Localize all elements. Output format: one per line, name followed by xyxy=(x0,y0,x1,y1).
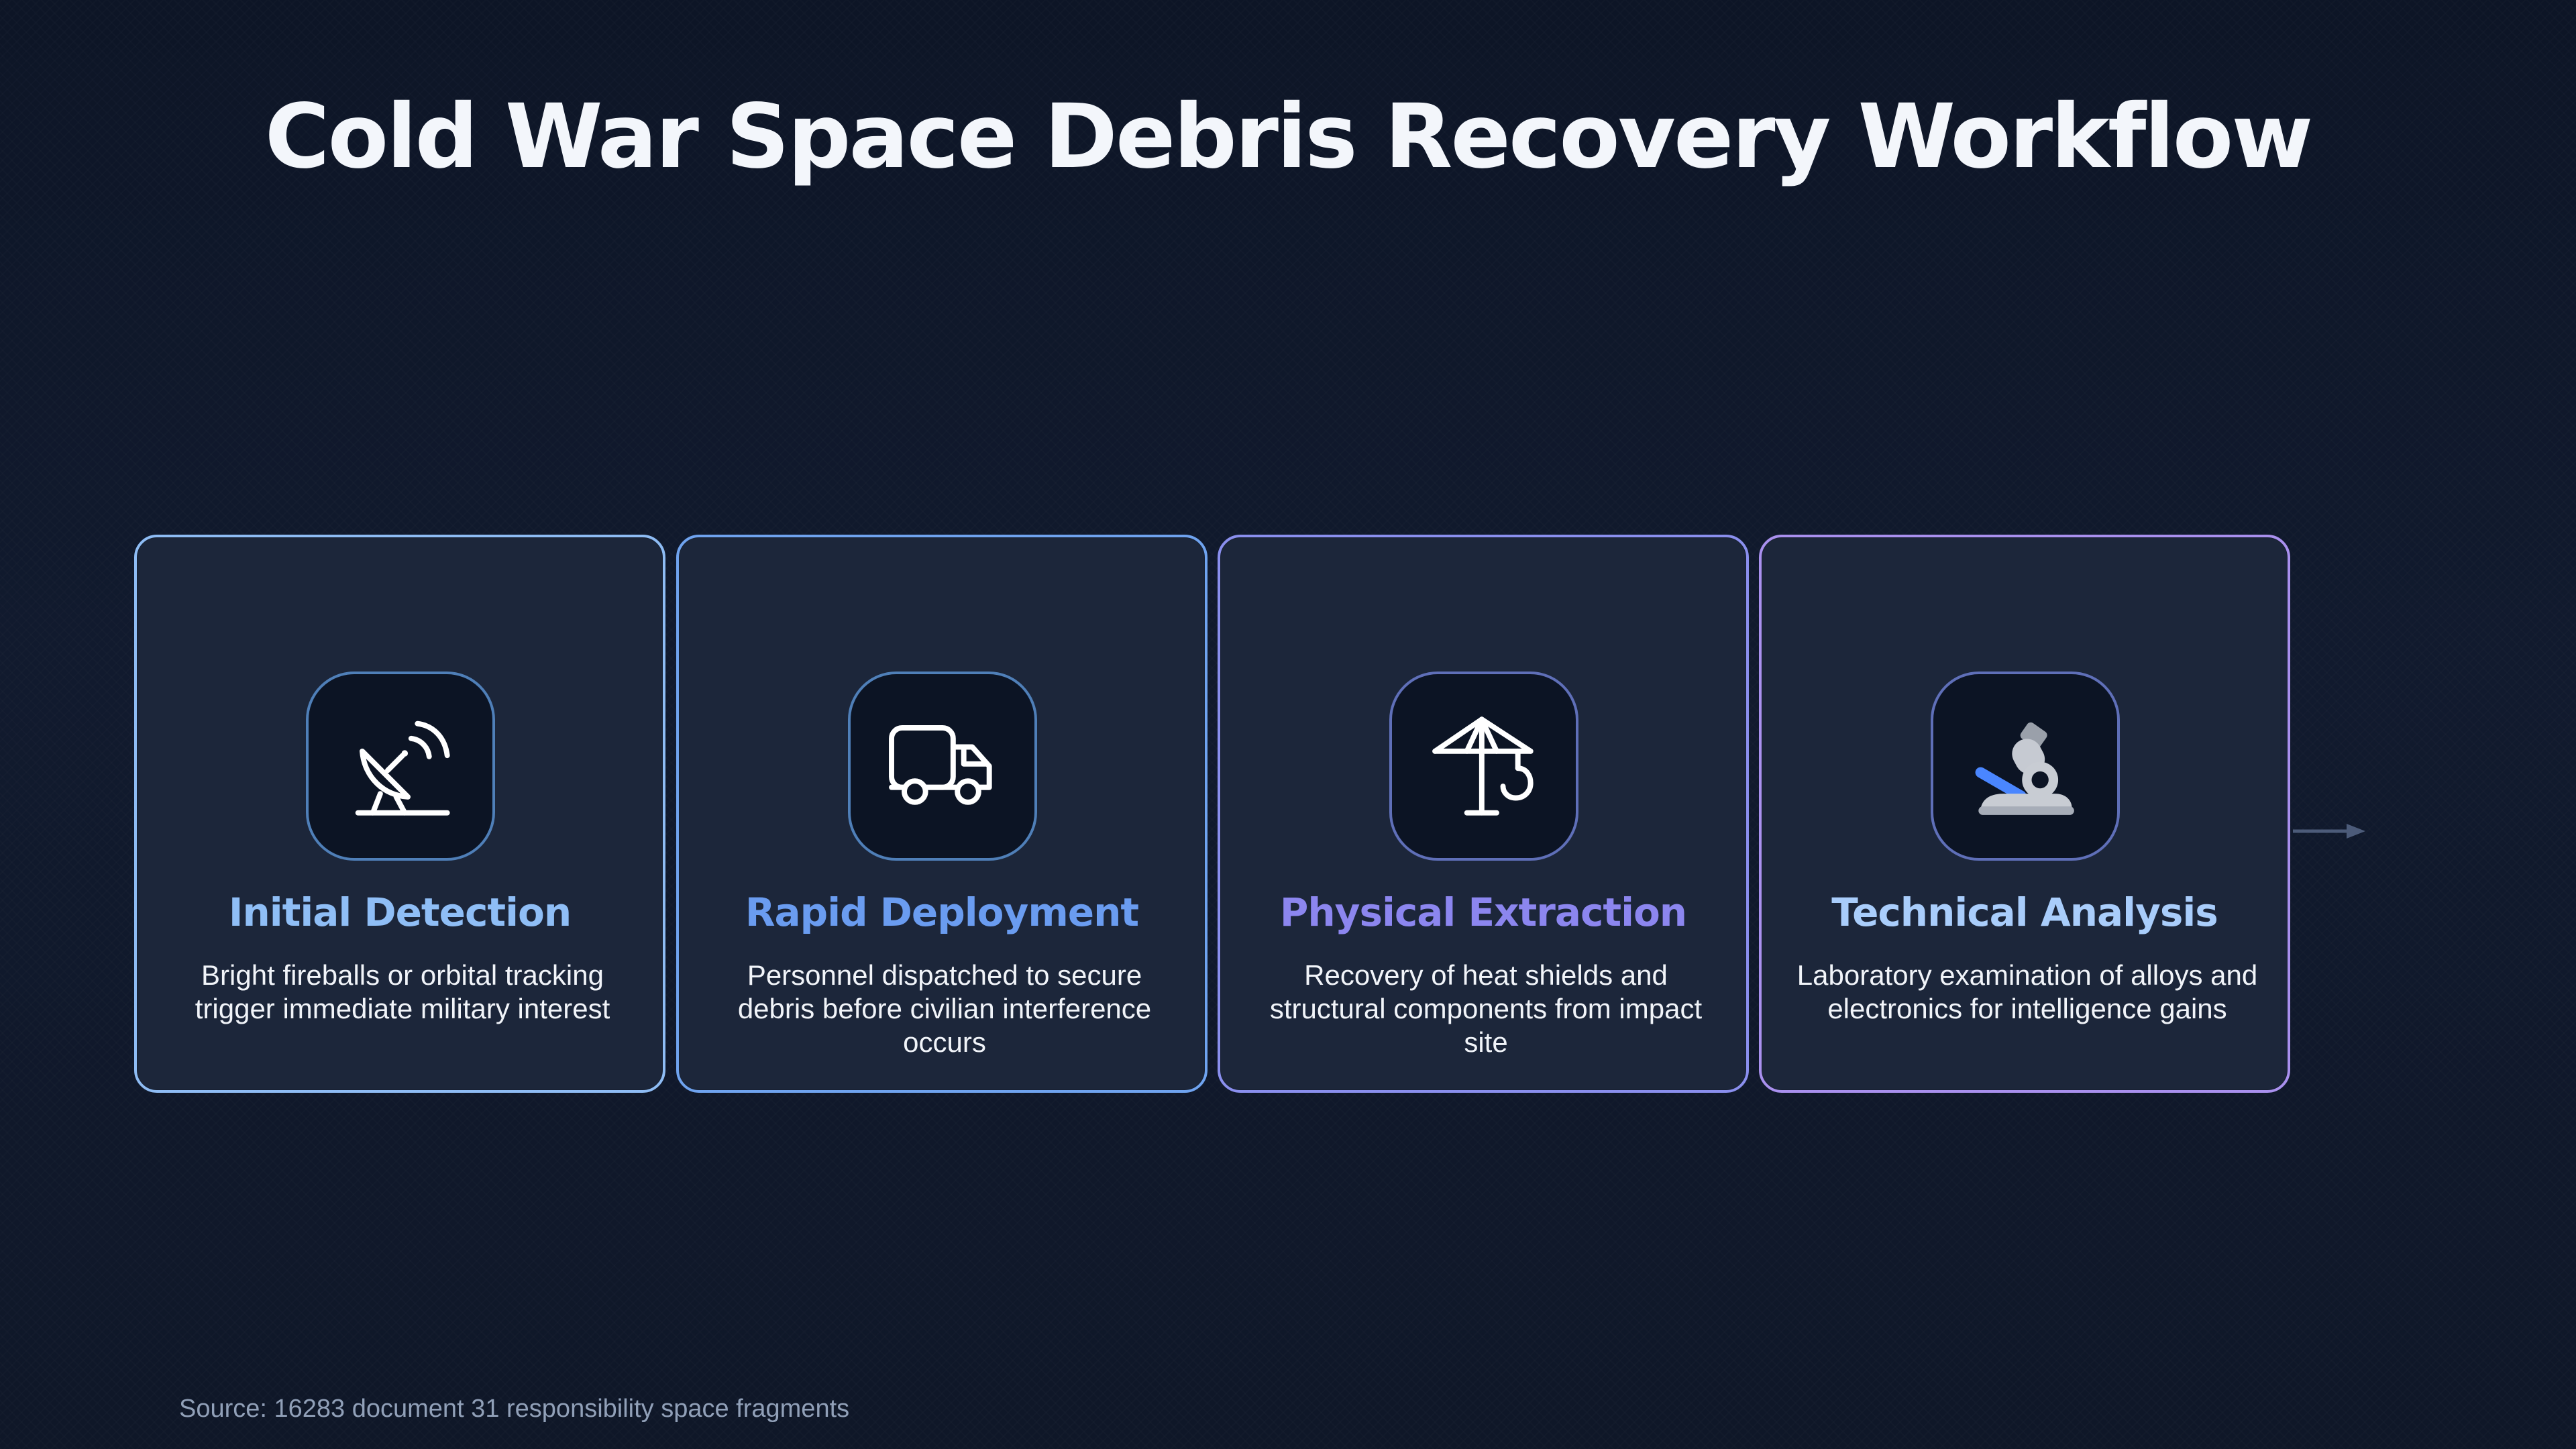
satellite-dish-icon xyxy=(355,720,450,816)
step-connector xyxy=(665,827,676,837)
workflow-step-technical-analysis: Technical Analysis Laboratory examinatio… xyxy=(1759,535,2290,1093)
step-icon-container xyxy=(1931,672,2120,861)
arrow-right-icon xyxy=(2293,819,2367,843)
step-icon-container xyxy=(306,672,495,861)
microscope-icon xyxy=(1975,722,2074,815)
step-description: Bright fireballs or orbital tracking tri… xyxy=(195,959,610,1024)
step-icon-container xyxy=(848,672,1037,861)
step-connector xyxy=(1208,827,1218,837)
source-note: Source: 16283 document 31 responsibility… xyxy=(179,1395,850,1423)
step-title: Technical Analysis xyxy=(1831,890,2218,935)
truck-icon xyxy=(889,725,992,805)
step-description: Recovery of heat shields and structural … xyxy=(1269,959,1703,1058)
step-connector xyxy=(1749,827,1759,837)
workflow-step-rapid-deployment: Rapid Deployment Personnel dispatched to… xyxy=(676,535,1208,1093)
step-description: Personnel dispatched to secure debris be… xyxy=(737,959,1152,1058)
workflow-step-physical-extraction: Physical Extraction Recovery of heat shi… xyxy=(1218,535,1749,1093)
step-description: Laboratory examination of alloys and ele… xyxy=(1796,959,2258,1024)
page-title: Cold War Space Debris Recovery Workflow xyxy=(264,85,2314,189)
step-title: Rapid Deployment xyxy=(745,890,1139,935)
crane-icon xyxy=(1432,716,1534,816)
step-title: Initial Detection xyxy=(228,890,572,935)
workflow-step-initial-detection: Initial Detection Bright fireballs or or… xyxy=(134,535,665,1093)
step-title: Physical Extraction xyxy=(1279,890,1687,935)
workflow-diagram: Initial Detection Bright fireballs or or… xyxy=(0,535,2576,1097)
step-icon-container xyxy=(1389,672,1578,861)
